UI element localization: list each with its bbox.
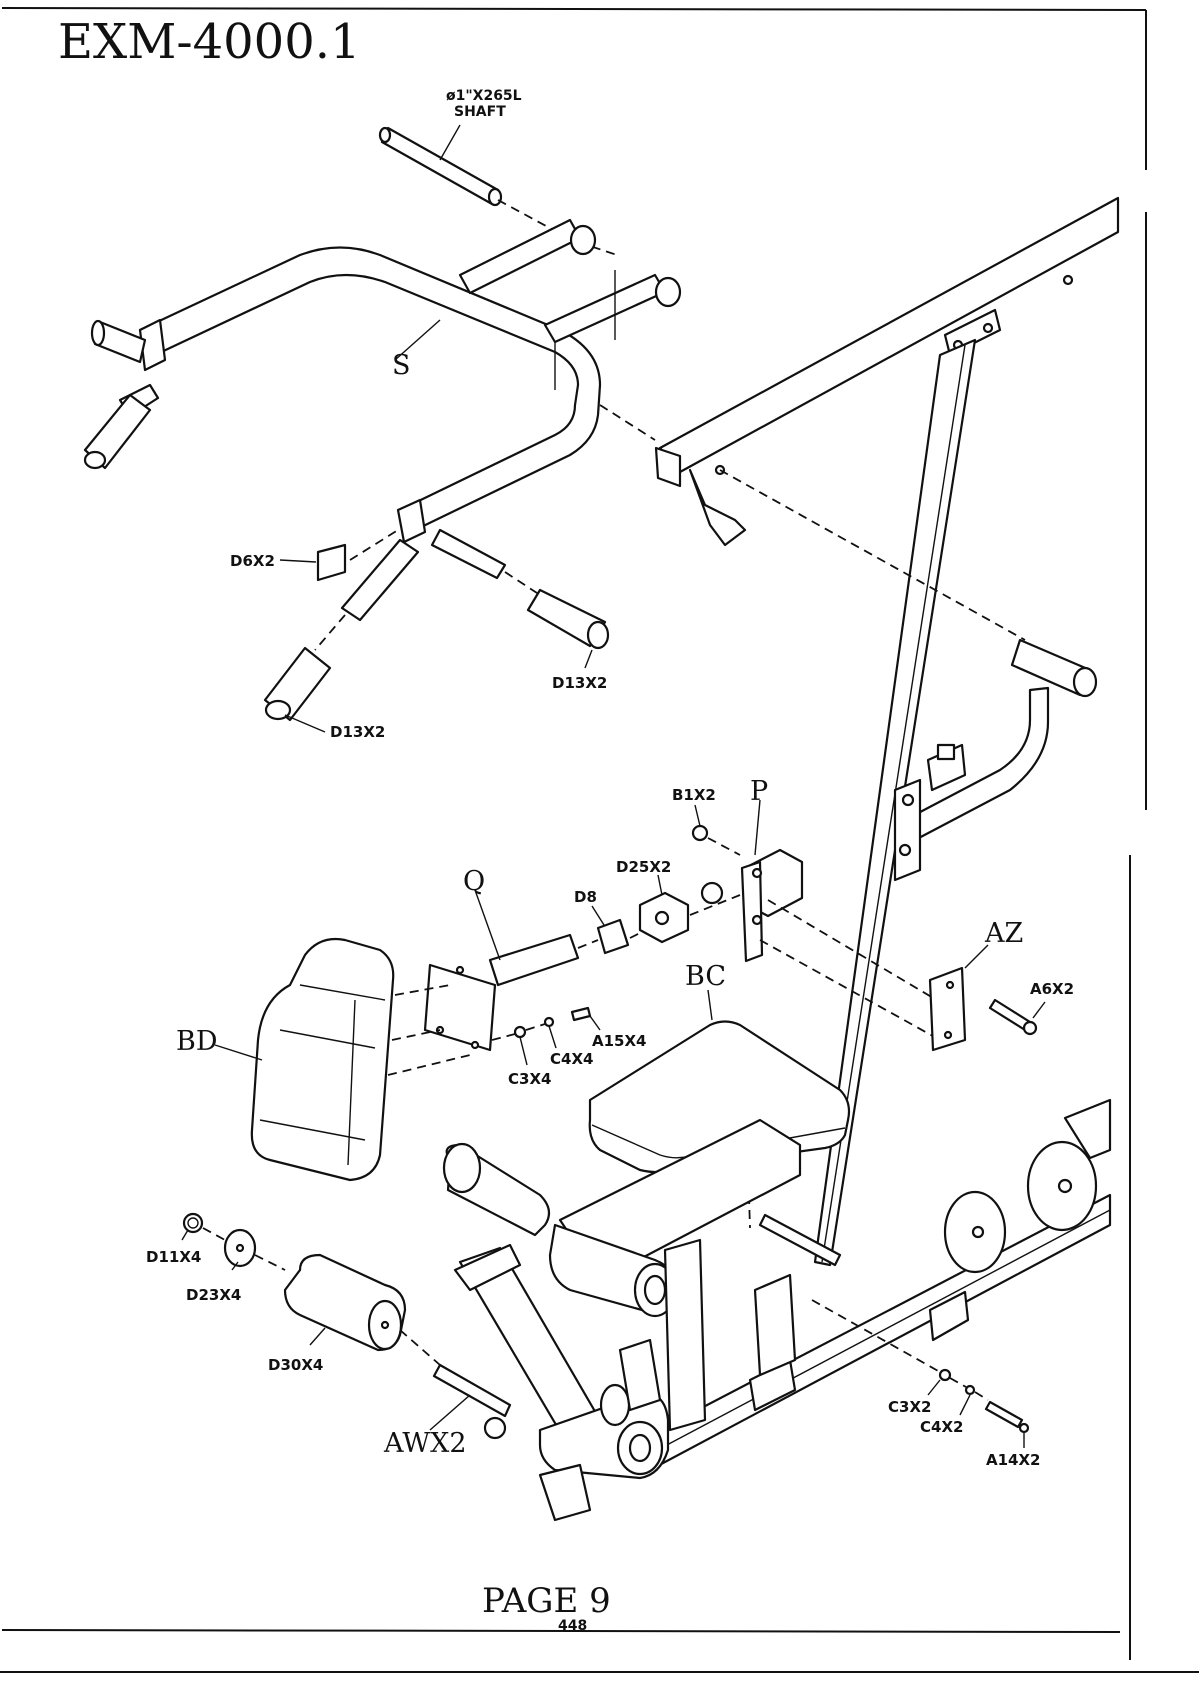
label-a14x2: A14X2 [986, 1451, 1041, 1469]
shaft-label-2: SHAFT [454, 104, 506, 120]
hardware-set-a15 [515, 1008, 590, 1037]
label-a6x2: A6X2 [1030, 980, 1074, 998]
leg-extension-assembly [444, 1120, 840, 1520]
plate-az [930, 968, 965, 1050]
shaft-part [380, 128, 501, 205]
label-d25x2: D25X2 [616, 858, 671, 876]
lower-right-grip [432, 530, 608, 648]
page-number: 448 [558, 1618, 587, 1634]
handle-frame-s [140, 220, 680, 542]
pad-bd [252, 939, 393, 1180]
label-d13x2-a: D13X2 [552, 674, 607, 692]
label-az: AZ [984, 918, 1023, 949]
label-c4x2: C4X2 [920, 1418, 963, 1436]
upper-arm-handle [895, 640, 1096, 880]
label-bc: BC [685, 961, 726, 992]
label-awx2: AWX2 [383, 1428, 467, 1459]
label-d8: D8 [574, 888, 597, 906]
nut-b1 [693, 826, 707, 840]
label-b1x2: B1X2 [672, 786, 716, 804]
end-cap-d6 [318, 545, 345, 580]
label-d11x4: D11X4 [146, 1248, 201, 1266]
label-d13x2-b: D13X2 [330, 723, 385, 741]
label-d6x2: D6X2 [230, 552, 275, 570]
page-title: EXM-4000.1 [58, 14, 361, 70]
tube-q [425, 935, 578, 1050]
bracket-p [702, 850, 802, 961]
label-d30x4: D30X4 [268, 1356, 323, 1374]
label-d23x4: D23X4 [186, 1286, 241, 1304]
label-c3x4: C3X4 [508, 1070, 551, 1088]
main-frame [640, 198, 1118, 1470]
label-c4x4: C4X4 [550, 1050, 593, 1068]
roller-hardware [184, 1214, 405, 1350]
label-p: P [750, 776, 768, 807]
shaft-label-1: ø1"X265L [446, 88, 522, 104]
label-bd: BD [176, 1026, 218, 1057]
label-q: Q [463, 866, 485, 897]
block-d25 [640, 893, 688, 942]
label-a15x4: A15X4 [592, 1032, 647, 1050]
bolt-a6 [990, 1000, 1036, 1034]
page-footer: PAGE 9 [482, 1581, 611, 1621]
cap-d8 [598, 920, 628, 953]
label-c3x2: C3X2 [888, 1398, 931, 1416]
label-s: S [392, 350, 411, 381]
